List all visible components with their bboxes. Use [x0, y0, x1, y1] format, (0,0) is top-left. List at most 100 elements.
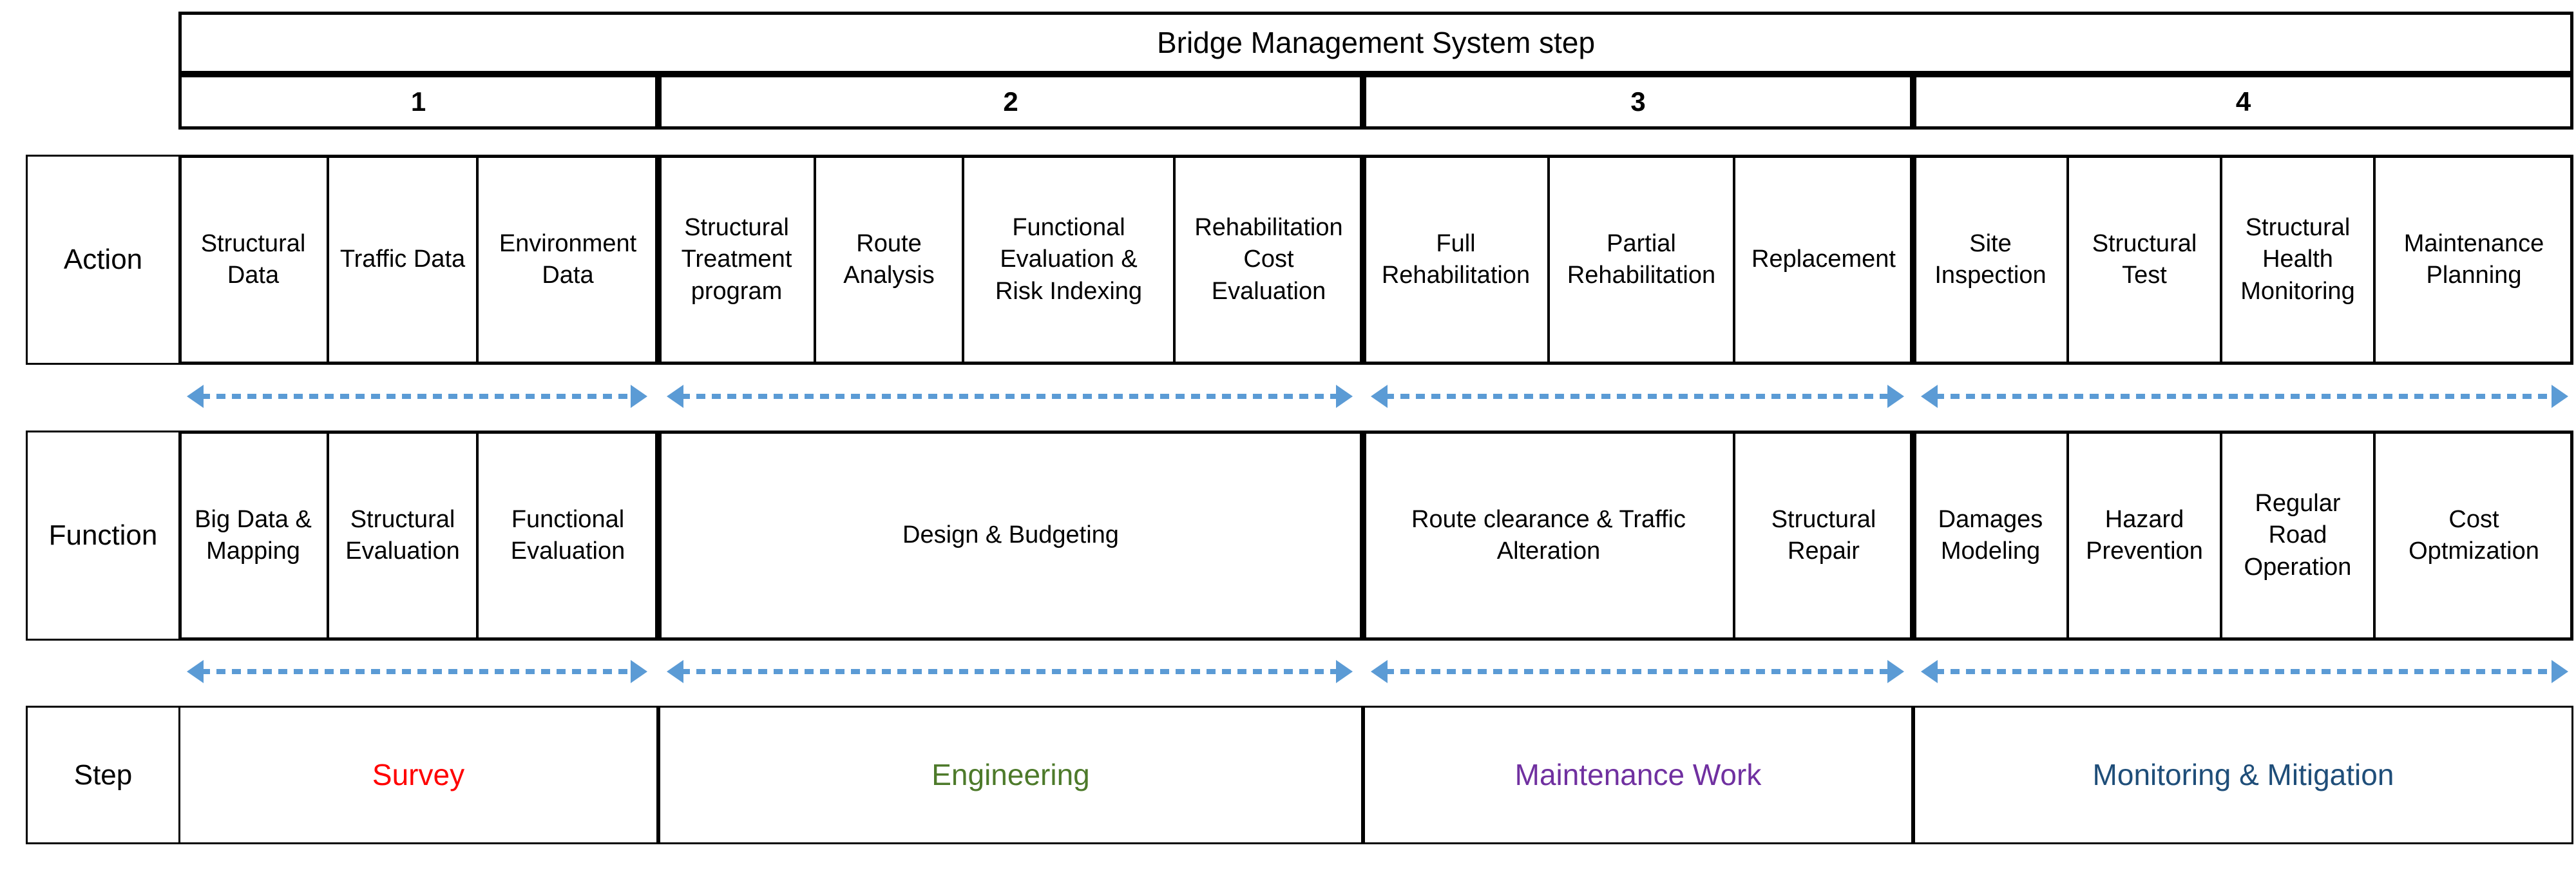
- row-label-text: Step: [73, 759, 133, 791]
- arrow-head-left-icon: [1371, 660, 1388, 683]
- function-label: Structural Repair: [1771, 505, 1876, 565]
- arrow-head-right-icon: [2552, 660, 2568, 683]
- double-arrow-icon-group-3: [1371, 659, 1904, 684]
- row-label-action: Action: [26, 155, 180, 365]
- action-label: Route Analysis: [843, 229, 935, 289]
- row-label-function: Function: [26, 431, 180, 641]
- function-label: Cost Optmization: [2409, 505, 2539, 565]
- action-label: Structural Data: [200, 229, 306, 289]
- double-arrow-icon-group-2: [667, 659, 1353, 684]
- step-number-label: 1: [410, 86, 426, 117]
- function-cell-structural-evaluation[interactable]: Structural Evaluation: [328, 431, 477, 641]
- arrow-head-right-icon: [1887, 660, 1904, 683]
- action-cell-structural-data[interactable]: Structural Data: [178, 155, 328, 365]
- arrow-head-left-icon: [667, 660, 683, 683]
- arrow-head-left-icon: [1921, 385, 1938, 408]
- function-cell-damages-modeling[interactable]: Damages Modeling: [1913, 431, 2068, 641]
- step-cell-survey[interactable]: Survey: [178, 706, 658, 844]
- arrow-shaft: [1385, 394, 1890, 399]
- double-arrow-icon-group-2: [667, 383, 1353, 409]
- action-label: Maintenance Planning: [2403, 229, 2544, 289]
- arrow-head-right-icon: [1887, 385, 1904, 408]
- action-cell-environment-data[interactable]: Environment Data: [477, 155, 658, 365]
- function-label: Route clearance & Traffic Alteration: [1411, 505, 1686, 565]
- arrow-head-left-icon: [1921, 660, 1938, 683]
- arrow-head-right-icon: [2552, 385, 2568, 408]
- step-number-3: 3: [1363, 74, 1913, 130]
- arrow-head-right-icon: [1336, 660, 1353, 683]
- action-cell-partial-rehabilitation[interactable]: Partial Rehabilitation: [1549, 155, 1734, 365]
- arrow-head-right-icon: [631, 385, 647, 408]
- function-cell-design-budgeting[interactable]: Design & Budgeting: [658, 431, 1363, 641]
- action-cell-route-analysis[interactable]: Route Analysis: [815, 155, 963, 365]
- action-label: Traffic Data: [339, 246, 466, 273]
- function-cell-regular-road-operation[interactable]: Regular Road Operation: [2221, 431, 2374, 641]
- double-arrow-icon-group-4: [1921, 383, 2568, 409]
- function-cell-hazard-prevention[interactable]: Hazard Prevention: [2068, 431, 2221, 641]
- row-label-text: Function: [48, 519, 158, 552]
- action-label: Structural Health Monitoring: [2240, 213, 2355, 305]
- row-label-step: Step: [26, 706, 180, 844]
- double-arrow-icon-group-1: [187, 659, 647, 684]
- function-label: Damages Modeling: [1938, 505, 2043, 565]
- step-cell-maintenance-work[interactable]: Maintenance Work: [1363, 706, 1913, 844]
- action-cell-replacement[interactable]: Replacement: [1734, 155, 1913, 365]
- action-label: Structural Treatment program: [681, 213, 792, 305]
- step-phase-label: Maintenance Work: [1514, 757, 1762, 791]
- action-label: Replacement: [1751, 246, 1896, 273]
- arrow-head-left-icon: [187, 660, 204, 683]
- step-phase-label: Engineering: [931, 757, 1090, 791]
- action-cell-site-inspection[interactable]: Site Inspection: [1913, 155, 2068, 365]
- function-cell-cost-optmization[interactable]: Cost Optmization: [2374, 431, 2573, 641]
- arrow-shaft: [681, 394, 1339, 399]
- arrow-head-left-icon: [667, 385, 683, 408]
- action-label: Environment Data: [499, 229, 637, 289]
- action-cell-rehabilitation-cost-evaluation[interactable]: Rehabilitation Cost Evaluation: [1174, 155, 1363, 365]
- function-cell-big-data-mapping[interactable]: Big Data & Mapping: [178, 431, 328, 641]
- action-cell-structural-health-monitoring[interactable]: Structural Health Monitoring: [2221, 155, 2374, 365]
- step-phase-label: Survey: [372, 757, 465, 791]
- action-label: Site Inspection: [1934, 229, 2046, 289]
- action-cell-structural-treatment-program[interactable]: Structural Treatment program: [658, 155, 815, 365]
- function-cell-functional-evaluation[interactable]: Functional Evaluation: [477, 431, 658, 641]
- step-number-label: 2: [1003, 86, 1018, 117]
- action-cell-full-rehabilitation[interactable]: Full Rehabilitation: [1363, 155, 1549, 365]
- arrow-head-left-icon: [1371, 385, 1388, 408]
- step-number-label: 3: [1630, 86, 1646, 117]
- arrow-shaft: [681, 669, 1339, 674]
- double-arrow-icon-group-4: [1921, 659, 2568, 684]
- arrow-head-left-icon: [187, 385, 204, 408]
- arrow-shaft: [1935, 394, 2554, 399]
- row-label-text: Action: [63, 244, 143, 276]
- function-label: Design & Budgeting: [902, 521, 1119, 549]
- function-label: Regular Road Operation: [2244, 489, 2352, 581]
- double-arrow-icon-group-3: [1371, 383, 1904, 409]
- function-label: Hazard Prevention: [2086, 505, 2203, 565]
- action-cell-maintenance-planning[interactable]: Maintenance Planning: [2374, 155, 2573, 365]
- function-label: Big Data & Mapping: [195, 505, 312, 565]
- arrow-row-action-to-function: [0, 383, 2576, 409]
- arrow-shaft: [201, 394, 633, 399]
- step-cell-monitoring-mitigation[interactable]: Monitoring & Mitigation: [1913, 706, 2573, 844]
- action-label: Partial Rehabilitation: [1567, 229, 1716, 289]
- function-cell-structural-repair[interactable]: Structural Repair: [1734, 431, 1913, 641]
- step-cell-engineering[interactable]: Engineering: [658, 706, 1363, 844]
- action-cell-structural-test[interactable]: Structural Test: [2068, 155, 2221, 365]
- header-title-cell: Bridge Management System step: [178, 12, 2573, 74]
- arrow-shaft: [1935, 669, 2554, 674]
- arrow-shaft: [1385, 669, 1890, 674]
- step-number-label: 4: [2235, 86, 2251, 117]
- arrow-head-right-icon: [1336, 385, 1353, 408]
- step-number-4: 4: [1913, 74, 2573, 130]
- step-number-1: 1: [178, 74, 658, 130]
- action-label: Rehabilitation Cost Evaluation: [1194, 213, 1343, 305]
- function-cell-route-clearance-traffic-alteration[interactable]: Route clearance & Traffic Alteration: [1363, 431, 1734, 641]
- function-label: Structural Evaluation: [345, 505, 460, 565]
- page-title: Bridge Management System step: [1156, 25, 1596, 59]
- action-cell-traffic-data[interactable]: Traffic Data: [328, 155, 477, 365]
- arrow-head-right-icon: [631, 660, 647, 683]
- function-label: Functional Evaluation: [510, 505, 625, 565]
- action-label: Full Rehabilitation: [1381, 229, 1531, 289]
- action-cell-functional-evaluation-risk-indexing[interactable]: Functional Evaluation & Risk Indexing: [963, 155, 1174, 365]
